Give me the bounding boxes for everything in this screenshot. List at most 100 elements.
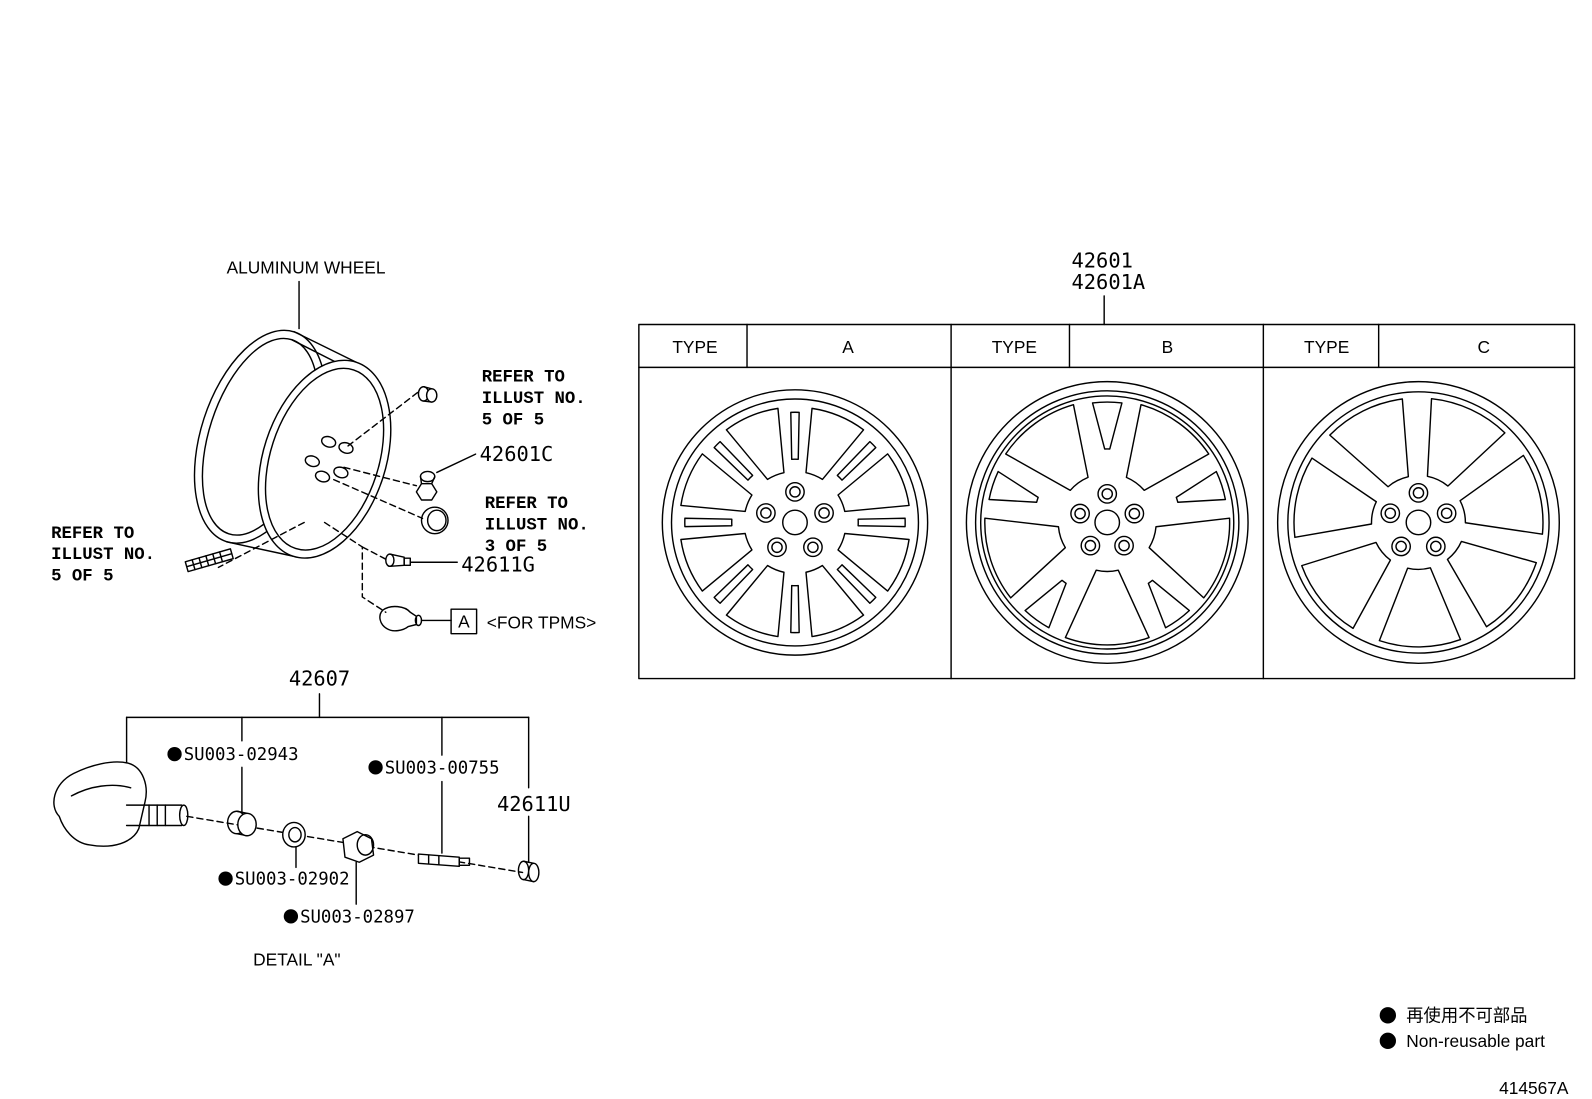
non-reusable-dot [368,760,383,775]
table-header-cell-dividers [746,323,1380,369]
spoke-window [805,564,865,638]
center-cap-inner [426,509,447,532]
assembly-line-upper [347,391,420,447]
wheel-type-c-drawing[interactable] [1276,380,1560,664]
tpms-sensor-detail[interactable] [53,761,189,847]
lug-hole-inner [760,507,772,519]
nut-part-number[interactable]: SU003-02943 [184,745,299,765]
aluminum-wheel-drawing[interactable] [170,314,414,576]
tire-valve-drawing[interactable] [385,553,411,568]
spoke-window-small [1147,579,1191,629]
wheel-type-b-drawing[interactable] [965,380,1249,664]
refer-note-left-line-3: 5 OF 5 [51,568,113,587]
spoke-window [725,407,785,481]
wheel-lug-hole [314,470,331,483]
wheel-inner-rim [974,390,1240,655]
refer-note-left-line-2: ILLUST NO. [51,546,155,565]
cap-nut-drawing[interactable] [342,830,375,863]
legend: 再使用不可部品 Non-reusable part [1379,1005,1545,1051]
table-grid [638,323,1576,680]
lug-hole-inner [1384,507,1397,520]
center-bore [782,509,808,536]
tpms-stem-body [125,804,183,827]
washer-outer [282,821,306,848]
lug-hole-inner [1429,540,1442,553]
refer-note-upper-line-2: ILLUST NO. [482,390,586,409]
assembly-lines [217,391,424,613]
valve-core-part-number[interactable]: SU003-00755 [385,758,500,778]
lug-hole [1425,536,1446,557]
tpms-sensor-contour [70,784,132,797]
aluminum-wheel-label: ALUMINUM WHEEL [227,257,386,277]
spoke-window-large [984,517,1067,599]
spoke-window [725,564,785,638]
lug-nut-body [419,475,436,485]
type-c-value: C [1478,337,1491,357]
wheel-inner-flange [257,359,392,559]
wheel-lug-hole [338,441,354,455]
table-column-dividers [950,323,1265,680]
detail-ref-box[interactable] [450,608,478,635]
lug-hole-inner [1084,539,1097,552]
nut-front [237,812,257,837]
lug-hole [767,537,787,558]
cap-nut-face [356,833,375,856]
lug-nut-part-number[interactable]: 42601C [480,442,554,466]
spoke-window-small [1175,470,1227,503]
lug-hole [785,481,805,502]
balance-weight-drawing[interactable] [184,548,234,573]
lug-hole-inner [807,541,819,554]
refer-note-upper-line-3: 5 OF 5 [482,411,544,430]
spoke-groove [790,584,800,634]
legend-text-en: Non-reusable part [1406,1031,1545,1051]
wheel-outer-rim [1276,380,1560,664]
spoke-window-small [1091,401,1123,450]
spoke-window-large [1125,403,1210,492]
tire-valve-part-number[interactable]: 42611G [461,552,535,576]
lug-hole [1097,483,1118,504]
spoke-window [680,453,753,513]
exploded-wheel-view: ALUMINUM WHEEL [51,257,596,635]
spoke-window [837,532,910,592]
wheel-barrel-bottom-edge [225,541,294,557]
tpms-assembly-part-number[interactable]: 42607 [289,667,350,691]
figure-id: 414567A [1499,1078,1569,1098]
lug-hole [1391,536,1412,557]
lug-hole [803,537,823,558]
valve-cap-drawing[interactable] [517,860,540,883]
type-b-value: B [1162,337,1174,357]
lug-hole [814,503,834,523]
wheel-part-number-1[interactable]: 42601 [1072,248,1133,272]
washer-part-number[interactable]: SU003-02902 [235,870,350,890]
wheel-outer-rim [661,389,929,656]
cap-nut-part-number[interactable]: SU003-02897 [300,907,415,927]
assembly-line-valve [361,546,387,560]
tpms-note: <FOR TPMS> [487,613,596,633]
washer-drawing[interactable] [282,821,306,848]
nut-drawing[interactable] [226,810,257,837]
spoke-window [680,532,753,592]
lug-nut-drawing[interactable] [415,470,438,501]
tpms-sensor-shape [379,605,418,632]
spoke-window [1293,457,1378,539]
wheel-lug-hole [304,455,321,468]
center-cap-drawing[interactable] [420,506,449,535]
valve-core-drawing[interactable] [417,853,471,868]
small-part-upper[interactable] [417,386,438,403]
refer-note-upper-line-1: REFER TO [482,369,565,388]
lug-nut-leader [436,453,477,474]
valve-cap-part-number[interactable]: 42611U [497,792,571,816]
wheel-type-a-drawing[interactable] [661,389,929,656]
tpms-stem-end [178,804,189,827]
spoke-window-large [1064,569,1150,646]
valve-core-tip [458,857,471,867]
type-a-header: TYPE [672,337,717,357]
spoke-window [1446,540,1538,628]
spoke-groove [684,517,733,528]
detail-ref-letter: A [458,612,470,632]
wheel-part-number-2[interactable]: 42601A [1072,270,1146,294]
spoke-window [1426,397,1506,487]
spoke-window [1329,398,1410,488]
spoke-groove [836,564,877,604]
